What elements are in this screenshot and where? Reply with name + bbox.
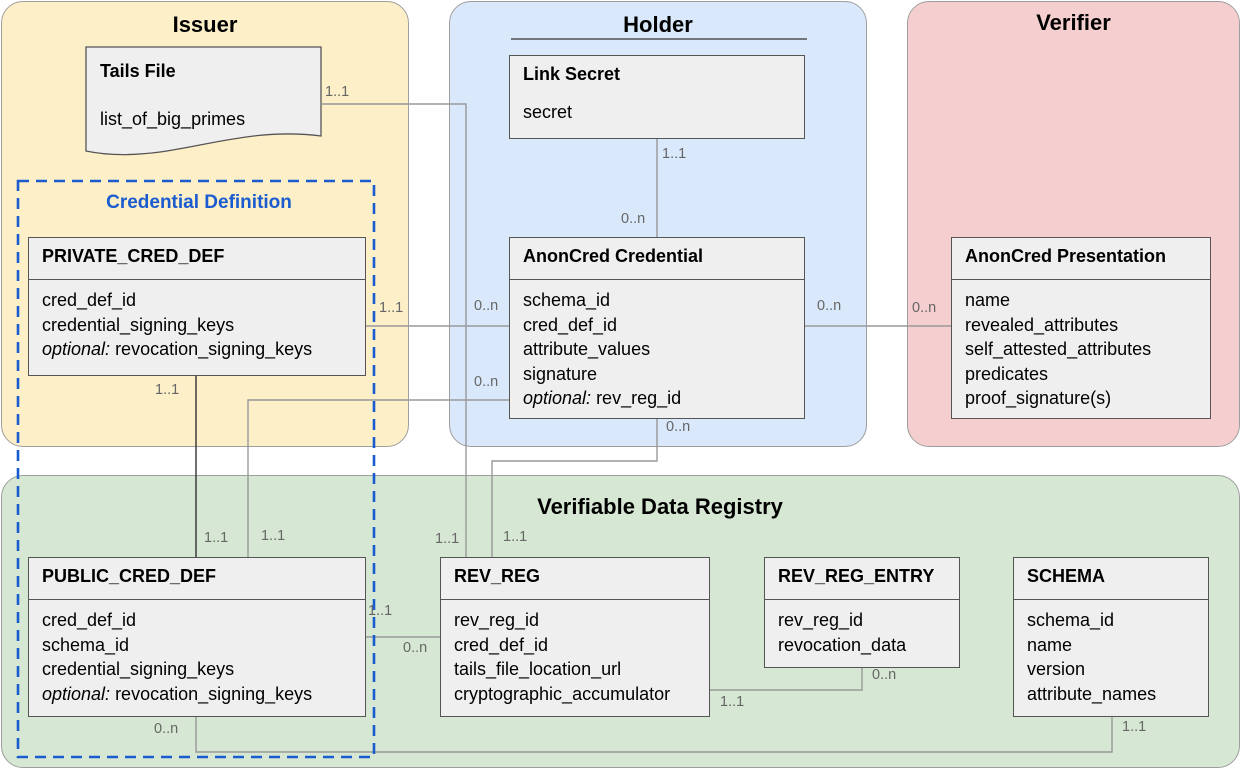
- schema-field: schema_id: [1027, 610, 1115, 630]
- link-secret-field: secret: [523, 102, 573, 122]
- cardinality-label: 0..n: [912, 300, 937, 316]
- anoncred-presentation-field: revealed_attributes: [965, 314, 1119, 335]
- public-cred-def-entity: PUBLIC_CRED_DEF cred_def_id schema_id cr…: [28, 557, 366, 717]
- anoncred-credential-title: AnonCred Credential: [510, 238, 804, 280]
- anoncred-presentation-title: AnonCred Presentation: [952, 238, 1210, 280]
- rev-reg-entry-entity: REV_REG_ENTRY rev_reg_id revocation_data: [764, 557, 960, 668]
- rev-reg-field: cred_def_id: [454, 634, 549, 655]
- rev-reg-title: REV_REG: [441, 558, 709, 600]
- cardinality-label: 0..n: [403, 640, 428, 656]
- schema-entity: SCHEMA schema_id name version attribute_…: [1013, 557, 1209, 717]
- schema-field: name: [1027, 634, 1073, 655]
- rev-reg-entry-field: revocation_data: [778, 634, 907, 655]
- anoncred-presentation-field: predicates: [965, 363, 1049, 384]
- private-cred-def-title: PRIVATE_CRED_DEF: [29, 238, 365, 280]
- cardinality-label: 1..1: [503, 529, 528, 545]
- cardinality-label: 1..1: [379, 300, 404, 316]
- schema-field: attribute_names: [1027, 683, 1157, 704]
- public-cred-def-field: cred_def_id: [42, 610, 137, 630]
- schema-title: SCHEMA: [1014, 558, 1208, 600]
- cardinality-label: 0..n: [154, 721, 179, 737]
- tails-file-title: Tails File: [100, 61, 176, 81]
- cardinality-label: 1..1: [720, 694, 745, 710]
- optional-prefix: optional:: [42, 339, 111, 359]
- anoncred-credential-optional-field: optional: rev_reg_id: [523, 386, 792, 411]
- cardinality-label: 1..1: [1122, 719, 1147, 735]
- cardinality-label: 0..n: [872, 667, 897, 683]
- anoncred-credential-field: cred_def_id: [523, 314, 618, 335]
- cardinality-label: 1..1: [261, 528, 286, 544]
- public-cred-def-optional-field: optional: revocation_signing_keys: [42, 682, 353, 707]
- cardinality-label: 0..n: [474, 298, 499, 314]
- anoncred-presentation-field: name: [965, 290, 1011, 310]
- anoncred-presentation-entity: AnonCred Presentation name revealed_attr…: [951, 237, 1211, 419]
- rev-reg-field: tails_file_location_url: [454, 659, 622, 679]
- cardinality-label: 1..1: [155, 382, 180, 398]
- schema-field: version: [1027, 659, 1086, 679]
- cardinality-label: 1..1: [204, 530, 229, 546]
- private-cred-def-field: cred_def_id: [42, 290, 137, 310]
- issuer-title: Issuer: [172, 12, 238, 37]
- optional-prefix: optional:: [523, 388, 592, 408]
- private-cred-def-entity: PRIVATE_CRED_DEF cred_def_id credential_…: [28, 237, 366, 376]
- holder-title: Holder: [623, 12, 693, 37]
- cardinality-label: 0..n: [621, 211, 646, 227]
- anoncred-credential-field: signature: [523, 363, 598, 384]
- credential-definition-group: [16, 179, 376, 759]
- public-cred-def-title: PUBLIC_CRED_DEF: [29, 558, 365, 600]
- rev-reg-entity: REV_REG rev_reg_id cred_def_id tails_fil…: [440, 557, 710, 717]
- private-cred-def-field: credential_signing_keys: [42, 314, 235, 335]
- anoncred-credential-field: schema_id: [523, 290, 611, 310]
- credential-definition-title: Credential Definition: [106, 192, 292, 213]
- public-cred-def-field: schema_id: [42, 634, 130, 655]
- optional-prefix: optional:: [42, 683, 111, 704]
- cardinality-label: 1..1: [325, 84, 350, 100]
- cardinality-label: 0..n: [474, 374, 499, 390]
- cardinality-label: 0..n: [817, 298, 842, 314]
- anoncred-presentation-field: self_attested_attributes: [965, 339, 1152, 359]
- optional-field-name: revocation_signing_keys: [110, 683, 313, 704]
- optional-field-name: revocation_signing_keys: [110, 339, 313, 359]
- optional-field-name: rev_reg_id: [591, 388, 682, 408]
- tails-file-field: list_of_big_primes: [100, 109, 246, 129]
- cardinality-label: 0..n: [666, 419, 691, 435]
- anoncred-presentation-field: proof_signature(s): [965, 388, 1112, 408]
- rev-reg-entry-title: REV_REG_ENTRY: [765, 558, 959, 600]
- rev-reg-field: cryptographic_accumulator: [454, 683, 671, 704]
- tails-file-shape: [85, 46, 322, 156]
- rev-reg-entry-field: rev_reg_id: [778, 610, 864, 630]
- link-secret-title: Link Secret: [523, 64, 621, 84]
- cardinality-label: 1..1: [368, 603, 393, 619]
- registry-title: Verifiable Data Registry: [537, 494, 783, 519]
- anoncred-credential-field: attribute_values: [523, 339, 651, 359]
- public-cred-def-field: credential_signing_keys: [42, 659, 235, 679]
- link-secret-entity: Link Secret secret: [509, 55, 805, 139]
- verifier-title: Verifier: [1036, 10, 1111, 35]
- private-cred-def-optional-field: optional: revocation_signing_keys: [42, 337, 353, 362]
- rev-reg-field: rev_reg_id: [454, 610, 540, 630]
- cardinality-label: 1..1: [662, 146, 687, 162]
- anoncred-credential-entity: AnonCred Credential schema_id cred_def_i…: [509, 237, 805, 419]
- cardinality-label: 1..1: [435, 531, 460, 547]
